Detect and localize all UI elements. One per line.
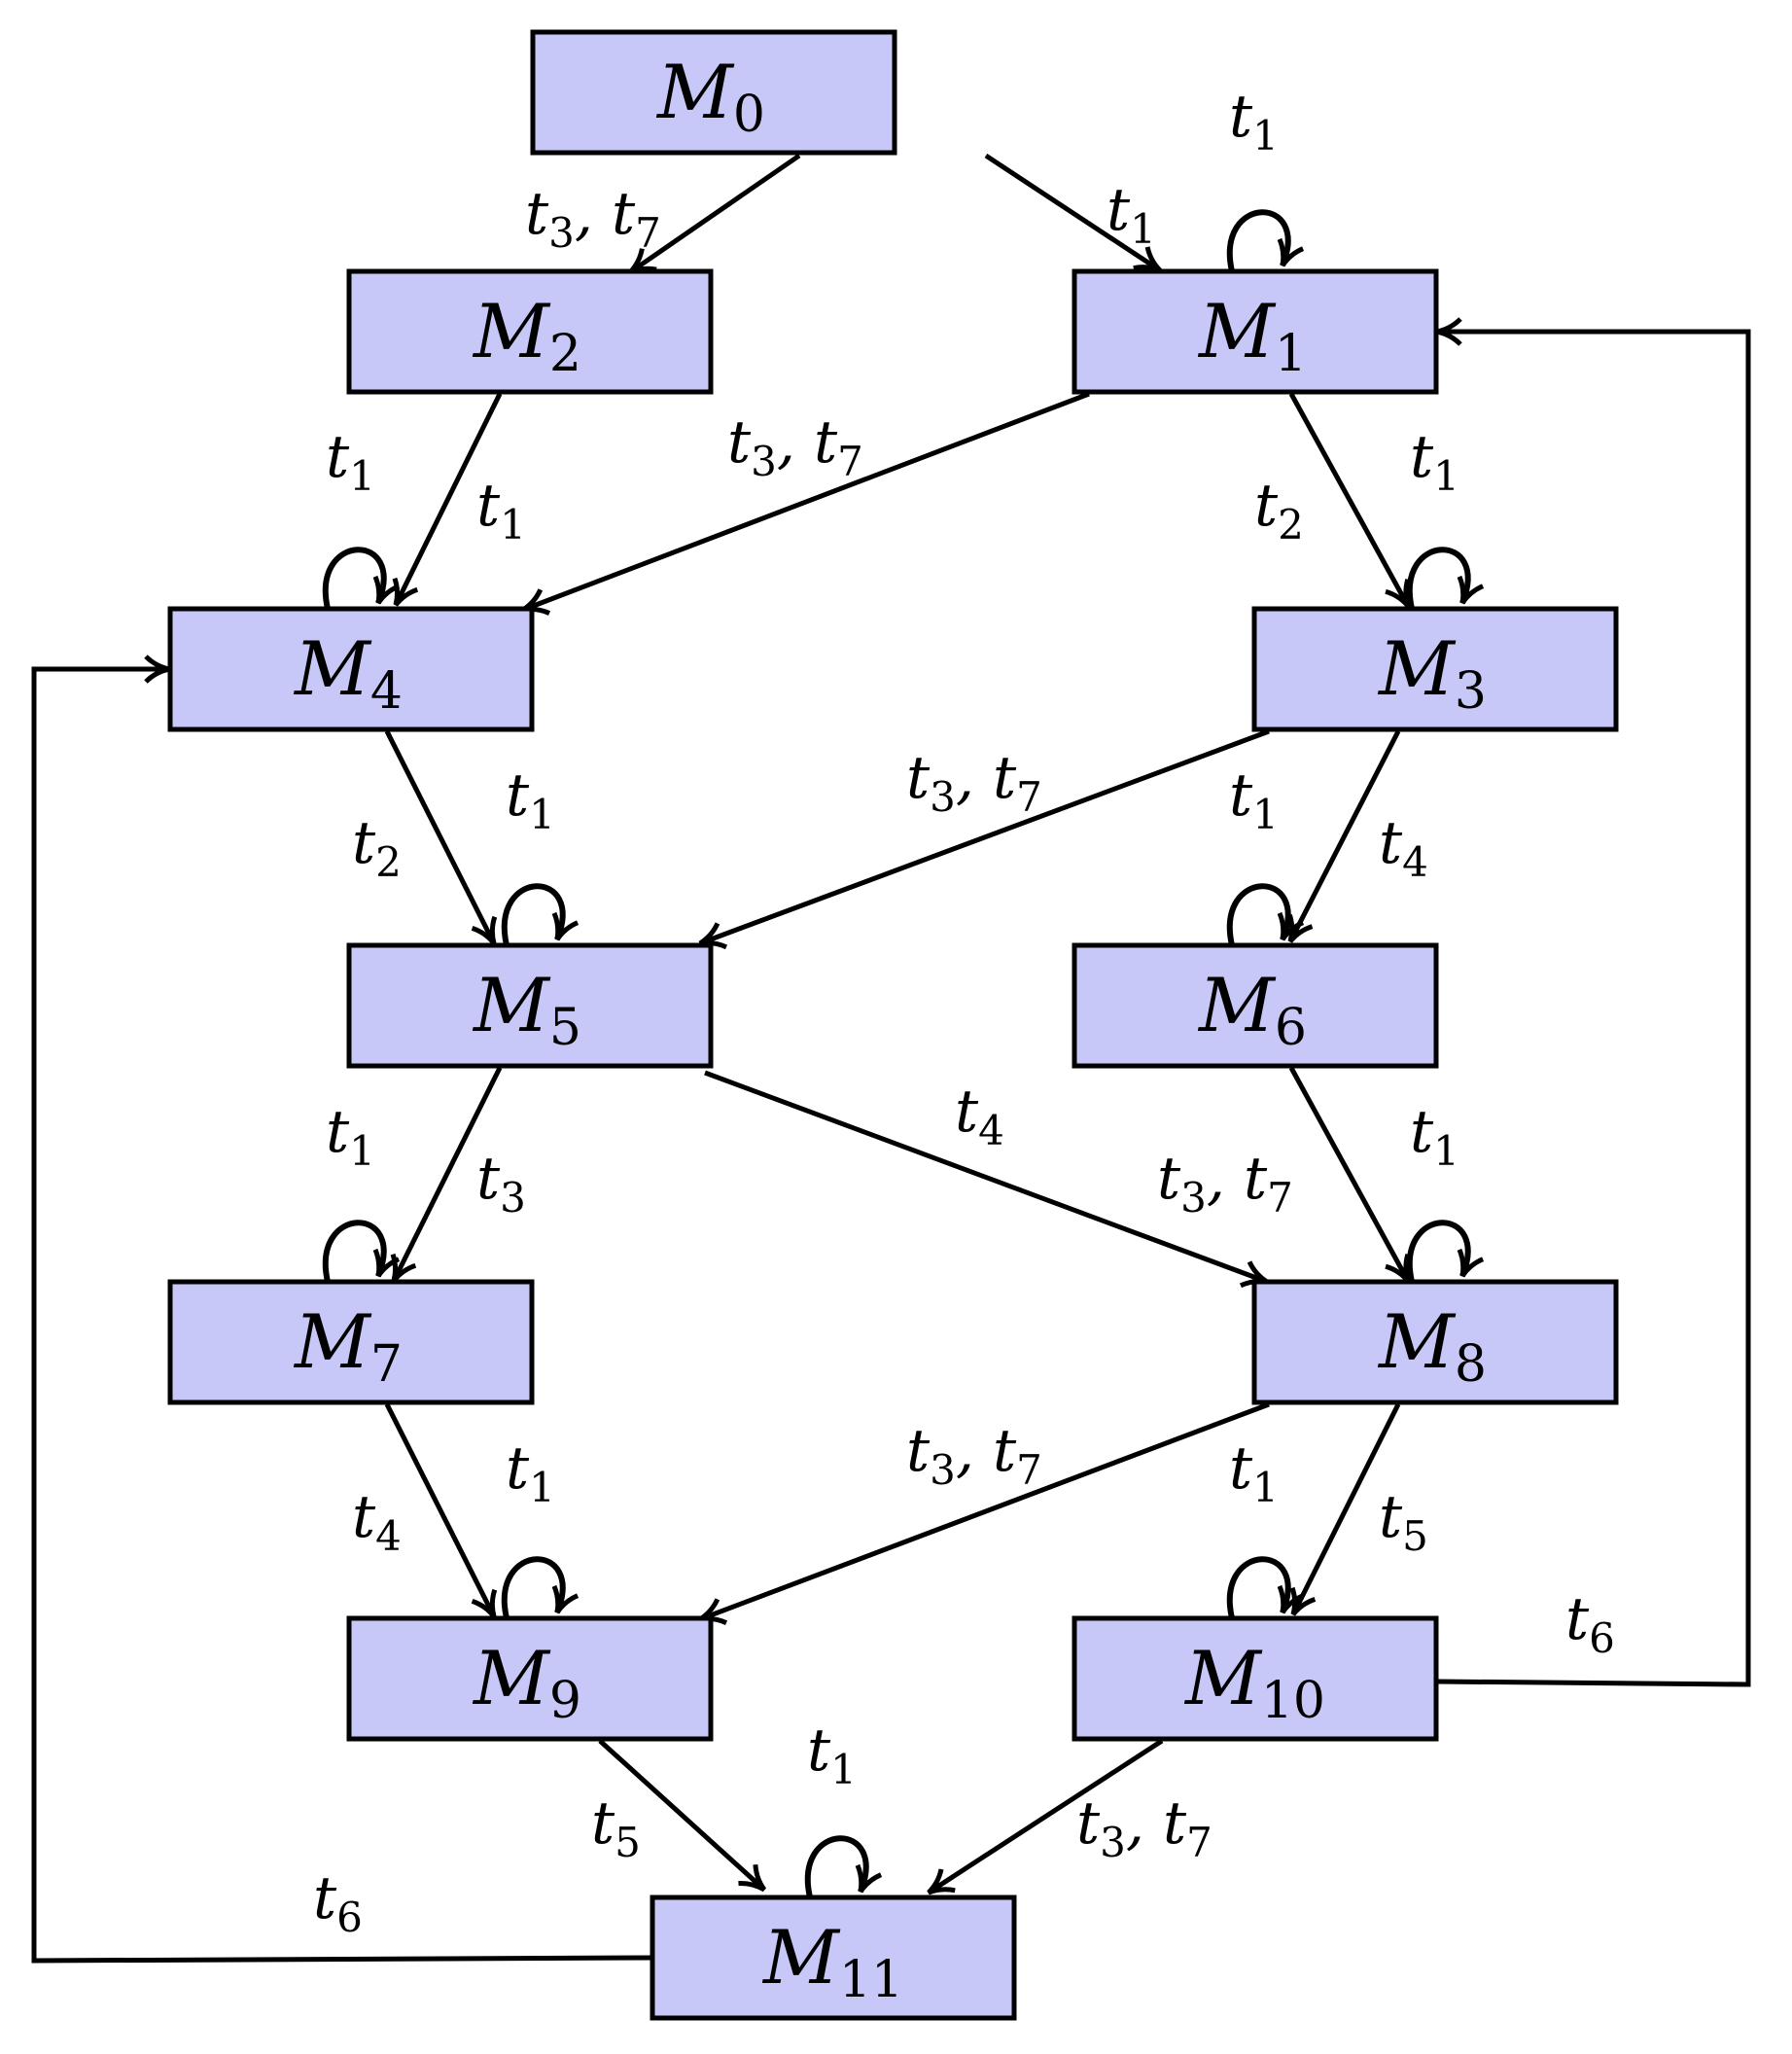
node-m5: M5: [346, 942, 714, 1069]
node-m8: M8: [1251, 1279, 1619, 1405]
edge-label-m11-m4: t6​: [313, 1864, 363, 1941]
node-box-m2: [346, 268, 714, 395]
edge-m1-m4: [521, 391, 1090, 616]
self-loop-m10: [1226, 1556, 1305, 1619]
node-box-m3: [1251, 606, 1619, 732]
node-label-m6: M6: [1197, 962, 1307, 1057]
self-loop-label-m9: t1​: [506, 1434, 555, 1511]
edge-m2-m4: [392, 392, 503, 607]
edge-m10-m11: [927, 1738, 1164, 1895]
edge-label-m10-m11: t3​, t7​: [1076, 1789, 1212, 1866]
edge-label-m8-m10: t5​: [1379, 1483, 1428, 1560]
edge-label-m7-m9: t4​: [352, 1483, 402, 1560]
node-label-m11: M11: [761, 1914, 903, 2009]
node-m11: M11: [650, 1895, 1017, 2021]
node-box-m8: [1251, 1279, 1619, 1405]
node-label-m0: M0: [655, 49, 765, 144]
edge-label-m5-m8: t4​: [955, 1078, 1004, 1154]
edge-m6-m8: [1288, 1066, 1411, 1283]
node-box-m9: [346, 1615, 714, 1742]
node-label-m1: M1: [1197, 288, 1307, 383]
node-box-m6: [1072, 942, 1439, 1069]
self-loop-m11: [804, 1835, 883, 1898]
self-loop-label-m7: t1​: [326, 1098, 375, 1175]
edge-label-m3-m6: t4​: [1379, 809, 1428, 886]
node-label-m4: M4: [293, 625, 403, 721]
edge-m5-m7: [390, 1066, 503, 1283]
edge-m3-m6: [1287, 729, 1401, 943]
node-box-m7: [167, 1279, 535, 1405]
node-label-m3: M3: [1377, 625, 1487, 721]
self-loops-layer: [322, 209, 1485, 1898]
self-loop-m9: [501, 1556, 580, 1619]
node-box-m0: [530, 29, 897, 156]
node-m6: M6: [1072, 942, 1439, 1069]
node-m1: M1: [1072, 268, 1439, 395]
edge-m0-m1: [984, 153, 1162, 273]
edge-m3-m5: [698, 728, 1270, 950]
self-loop-m6: [1226, 883, 1305, 946]
edge-m10-m1: [1436, 317, 1751, 1687]
edge-m1-m3: [1288, 392, 1411, 608]
edge-m4-m5: [384, 729, 498, 945]
node-label-m5: M5: [472, 962, 581, 1057]
self-loop-label-m10: t1​: [1229, 1434, 1279, 1511]
self-loop-label-m6: t1​: [1229, 761, 1279, 838]
node-box-m1: [1072, 268, 1439, 395]
node-box-m10: [1072, 1615, 1439, 1742]
self-loop-label-m5: t1​: [506, 761, 555, 838]
node-box-m5: [346, 942, 714, 1069]
node-m2: M2: [346, 268, 714, 395]
edge-label-m4-m5: t2​: [352, 809, 402, 886]
edge-m0-m2: [628, 153, 801, 275]
edge-m8-m10: [1289, 1402, 1401, 1616]
node-label-m7: M7: [293, 1298, 403, 1394]
node-m0: M0: [530, 29, 897, 156]
node-m4: M4: [167, 606, 535, 732]
node-m7: M7: [167, 1279, 535, 1405]
edge-label-m1-m3: t2​: [1254, 472, 1304, 549]
edge-m7-m9: [384, 1402, 498, 1618]
node-m10: M10: [1072, 1615, 1439, 1742]
node-label-m10: M10: [1183, 1635, 1325, 1730]
edge-labels-layer: t3​, t7​ t1​ t1​ t3​, t7​ t2​ t2​ t3​, t7​ t4​ t…: [313, 83, 1615, 1941]
edge-m11-m4: [31, 655, 653, 1964]
edge-label-m9-m11: t5​: [591, 1789, 641, 1866]
self-loop-m5: [501, 883, 580, 946]
node-label-m2: M2: [472, 288, 581, 383]
edge-label-m8-m9: t3​, t7​: [906, 1417, 1042, 1494]
edge-label-m10-m1: t6​: [1565, 1585, 1615, 1662]
edge-m5-m8: [704, 1070, 1269, 1289]
edge-label-m1-m4: t3​, t7​: [727, 408, 863, 485]
edge-label-m0-m1: t1​: [1107, 176, 1156, 253]
node-label-m8: M8: [1377, 1298, 1487, 1394]
edge-label-m2-m4: t1​: [476, 472, 526, 549]
self-loop-label-m8: t1​: [1410, 1098, 1459, 1175]
self-loop-m7: [322, 1220, 401, 1283]
node-box-m4: [167, 606, 535, 732]
edge-m8-m9: [698, 1401, 1270, 1625]
self-loop-m3: [1406, 547, 1485, 610]
edge-label-m5-m7: t3​: [476, 1145, 526, 1222]
self-loop-m1: [1226, 209, 1305, 272]
self-loop-label-m4: t1​: [326, 423, 375, 500]
node-m3: M3: [1251, 606, 1619, 732]
self-loop-m4: [322, 547, 401, 610]
edges-layer: [31, 153, 1751, 1964]
node-box-m11: [650, 1895, 1017, 2021]
self-loop-label-m3: t1​: [1410, 423, 1459, 500]
self-loop-label-m11: t1​: [807, 1717, 857, 1793]
edge-label-m3-m5: t3​, t7​: [906, 744, 1042, 821]
self-loop-m8: [1406, 1220, 1485, 1283]
node-m9: M9: [346, 1615, 714, 1742]
edge-label-m0-m2: t3​, t7​: [525, 180, 661, 257]
edge-m9-m11: [598, 1739, 767, 1893]
self-loop-label-m1: t1​: [1229, 83, 1279, 159]
node-label-m9: M9: [472, 1635, 581, 1730]
edge-label-m6-m8: t3​, t7​: [1157, 1145, 1293, 1222]
